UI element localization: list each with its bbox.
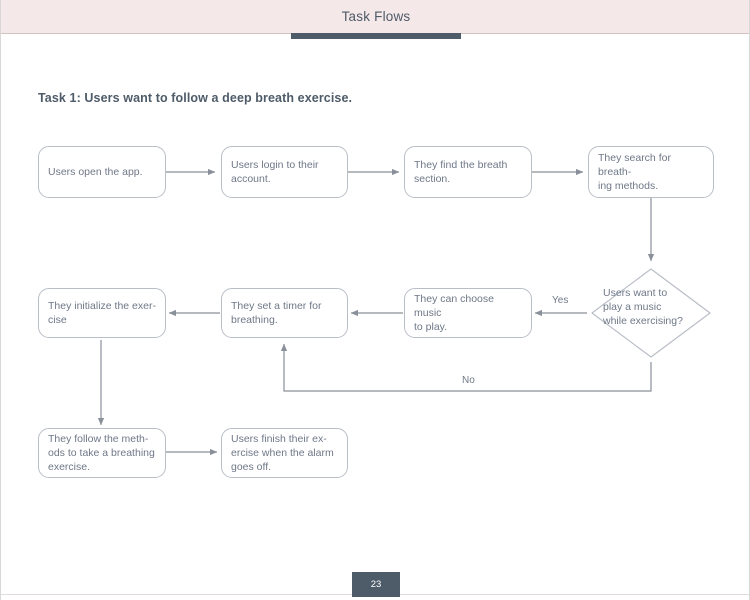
header-accent-underline bbox=[291, 33, 461, 39]
flow-node-n9[interactable]: Users finish their ex- ercise when the a… bbox=[221, 428, 348, 478]
flow-node-n3-label: They find the breath section. bbox=[414, 159, 508, 185]
flow-node-n4[interactable]: They search for breath- ing methods. bbox=[588, 146, 714, 198]
flow-node-n2[interactable]: Users login to their account. bbox=[221, 146, 348, 198]
flow-node-n6-label: They set a timer for breathing. bbox=[231, 300, 322, 326]
connector-d1-n6-no bbox=[280, 343, 652, 392]
flow-node-n1[interactable]: Users open the app. bbox=[38, 146, 166, 198]
flow-node-n6[interactable]: They set a timer for breathing. bbox=[221, 288, 348, 338]
flow-node-n9-label: Users finish their ex- ercise when the a… bbox=[231, 433, 334, 473]
page-number-badge: 23 bbox=[352, 572, 400, 597]
edge-label-yes: Yes bbox=[552, 295, 569, 306]
flow-node-n4-label: They search for breath- ing methods. bbox=[598, 152, 671, 192]
flow-node-n8-label: They follow the meth- ods to take a brea… bbox=[48, 433, 155, 473]
flow-node-n5[interactable]: They can choose music to play. bbox=[404, 288, 532, 338]
decision-diamond-shape bbox=[591, 268, 711, 358]
flow-decision-d1[interactable]: Users want to play a music while exercis… bbox=[589, 266, 713, 360]
flow-node-n7[interactable]: They initialize the exer- cise bbox=[38, 288, 166, 338]
page-title: Task Flows bbox=[341, 9, 411, 24]
flow-node-n3[interactable]: They find the breath section. bbox=[404, 146, 532, 198]
task-heading: Task 1: Users want to follow a deep brea… bbox=[38, 91, 353, 105]
flow-node-n1-label: Users open the app. bbox=[48, 166, 143, 178]
flow-node-n5-label: They can choose music to play. bbox=[414, 293, 494, 333]
edge-label-no: No bbox=[462, 375, 475, 386]
flow-node-n8[interactable]: They follow the meth- ods to take a brea… bbox=[38, 428, 166, 478]
flow-node-n2-label: Users login to their account. bbox=[231, 159, 319, 185]
flow-node-n7-label: They initialize the exer- cise bbox=[48, 300, 156, 326]
flow-decision-d1-label: Users want to play a music while exercis… bbox=[603, 287, 683, 327]
